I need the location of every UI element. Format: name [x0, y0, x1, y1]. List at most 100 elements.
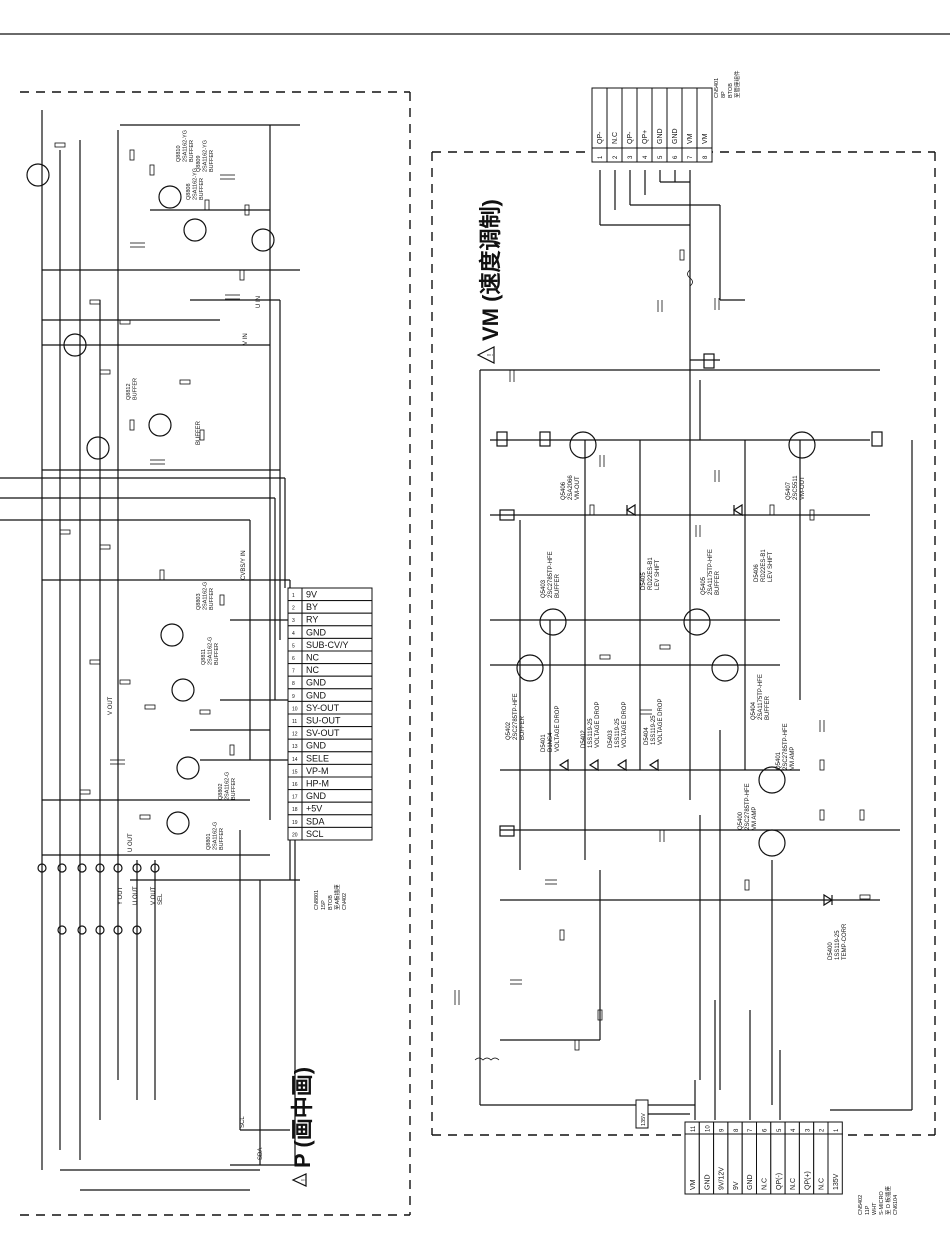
svg-text:2SC2785TP-HFE: 2SC2785TP-HFE	[513, 693, 519, 740]
svg-text:VOLTAGE DROP: VOLTAGE DROP	[622, 702, 628, 748]
pin-label: QP+	[642, 130, 649, 144]
svg-text:D5406: D5406	[754, 564, 760, 582]
svg-text:Y OUT: Y OUT	[118, 886, 124, 905]
pin-number: 5	[658, 155, 664, 159]
cn5402-pin: 2N.C	[813, 1121, 829, 1195]
pin-number: 17	[292, 795, 298, 801]
cn5401-pin: QP+4	[636, 87, 653, 163]
svg-text:Q8811: Q8811	[201, 649, 207, 665]
pin-number: 3	[805, 1128, 811, 1132]
pin-label: SV-OUT	[306, 728, 340, 738]
svg-text:BUFFER: BUFFER	[555, 573, 561, 598]
connector-cn5402: 11VM10GND99V/12V89V7GND6N.C5QP(-)4N.C3QP…	[684, 1121, 843, 1195]
svg-text:BUFFER: BUFFER	[231, 778, 237, 800]
svg-text:BUFFER: BUFFER	[715, 570, 721, 595]
svg-text:VM (速度调制): VM (速度调制)	[478, 199, 503, 341]
pin-label: QP(-)	[776, 1173, 783, 1190]
pin-number: 20	[292, 832, 298, 838]
svg-text:SEL: SEL	[158, 893, 164, 905]
pin-label: 9V	[306, 590, 317, 600]
cn5402-pin: 6N.C	[756, 1121, 772, 1195]
pin-number: 3	[628, 155, 634, 159]
vm-wiring	[479, 170, 913, 1120]
svg-text:2SA1162-YG: 2SA1162-YG	[193, 168, 199, 200]
pin-number: 9	[720, 1128, 726, 1132]
pin-label: SUB-CV/Y	[306, 640, 349, 650]
svg-text:Q8808: Q8808	[186, 183, 192, 200]
svg-text:RD22ES-B1: RD22ES-B1	[648, 557, 654, 590]
pin-label: GND	[306, 627, 327, 637]
svg-text:CN880115PBTOB至A板插座CN402: CN880115PBTOB至A板插座CN402	[314, 884, 348, 910]
pin-number: 1	[292, 593, 295, 599]
svg-text:Q5402: Q5402	[506, 721, 512, 740]
pin-number: 7	[748, 1128, 754, 1132]
pin-number: 7	[292, 669, 295, 675]
svg-text:BUFFER: BUFFER	[214, 643, 220, 665]
svg-text:Q8809: Q8809	[196, 155, 202, 172]
svg-text:Q5406: Q5406	[561, 481, 567, 500]
pin-number: 2	[613, 155, 619, 159]
pin-number: 14	[292, 757, 298, 763]
connector-cn5402-caption: CN540211PWHTS-MICRO至 D 板插座CN6104	[858, 1185, 899, 1215]
svg-text:2SA1162-YG: 2SA1162-YG	[183, 130, 189, 162]
svg-text:2SA2066: 2SA2066	[568, 475, 574, 500]
cn5402-pin: 3QP(+)	[798, 1121, 815, 1195]
pin-number: 6	[763, 1128, 769, 1132]
pin-number: 11	[292, 719, 297, 725]
pin-number: 9	[292, 694, 295, 700]
pin-number: 15	[292, 769, 298, 775]
pin-number: 1	[834, 1128, 840, 1132]
svg-text:D5403: D5403	[608, 730, 614, 748]
pin-label: 9V/12V	[719, 1167, 726, 1190]
svg-text:BUFFER: BUFFER	[199, 178, 205, 200]
svg-text:!: !	[486, 354, 495, 356]
cn5402-pin: 5QP(-)	[770, 1121, 786, 1195]
pin-label: GND	[747, 1174, 754, 1190]
svg-text:Q8802: Q8802	[218, 783, 224, 800]
pin-label: QP-	[627, 131, 634, 144]
svg-text:BUFFER: BUFFER	[209, 150, 215, 172]
pin-number: 11	[691, 1125, 697, 1132]
pin-label: 9V	[733, 1181, 740, 1190]
pin-number: 10	[292, 706, 298, 712]
cn8801-pin: 1 9V	[287, 587, 373, 602]
pin-label: QP-	[597, 131, 604, 144]
pin-label: VM	[687, 133, 694, 144]
svg-text:Q8801: Q8801	[206, 833, 212, 850]
svg-text:VOLTAGE DROP: VOLTAGE DROP	[595, 702, 601, 748]
pin-label: N.C	[790, 1178, 797, 1190]
svg-text:BUFFER: BUFFER	[219, 828, 225, 850]
pip-signal-label: SEL	[158, 893, 164, 905]
pip-transistors	[26, 163, 275, 835]
pip-signal-label: U OUT	[133, 886, 139, 905]
pip-signal-label: Y OUT	[118, 886, 124, 905]
svg-text:TEMP-CORR: TEMP-CORR	[842, 923, 848, 960]
svg-text:LEV SHIFT: LEV SHIFT	[768, 551, 774, 582]
pin-label: N.C	[819, 1178, 826, 1190]
pin-label: GND	[306, 791, 327, 801]
vm-transistors	[516, 431, 816, 857]
svg-text:VM AMP: VM AMP	[790, 747, 796, 770]
